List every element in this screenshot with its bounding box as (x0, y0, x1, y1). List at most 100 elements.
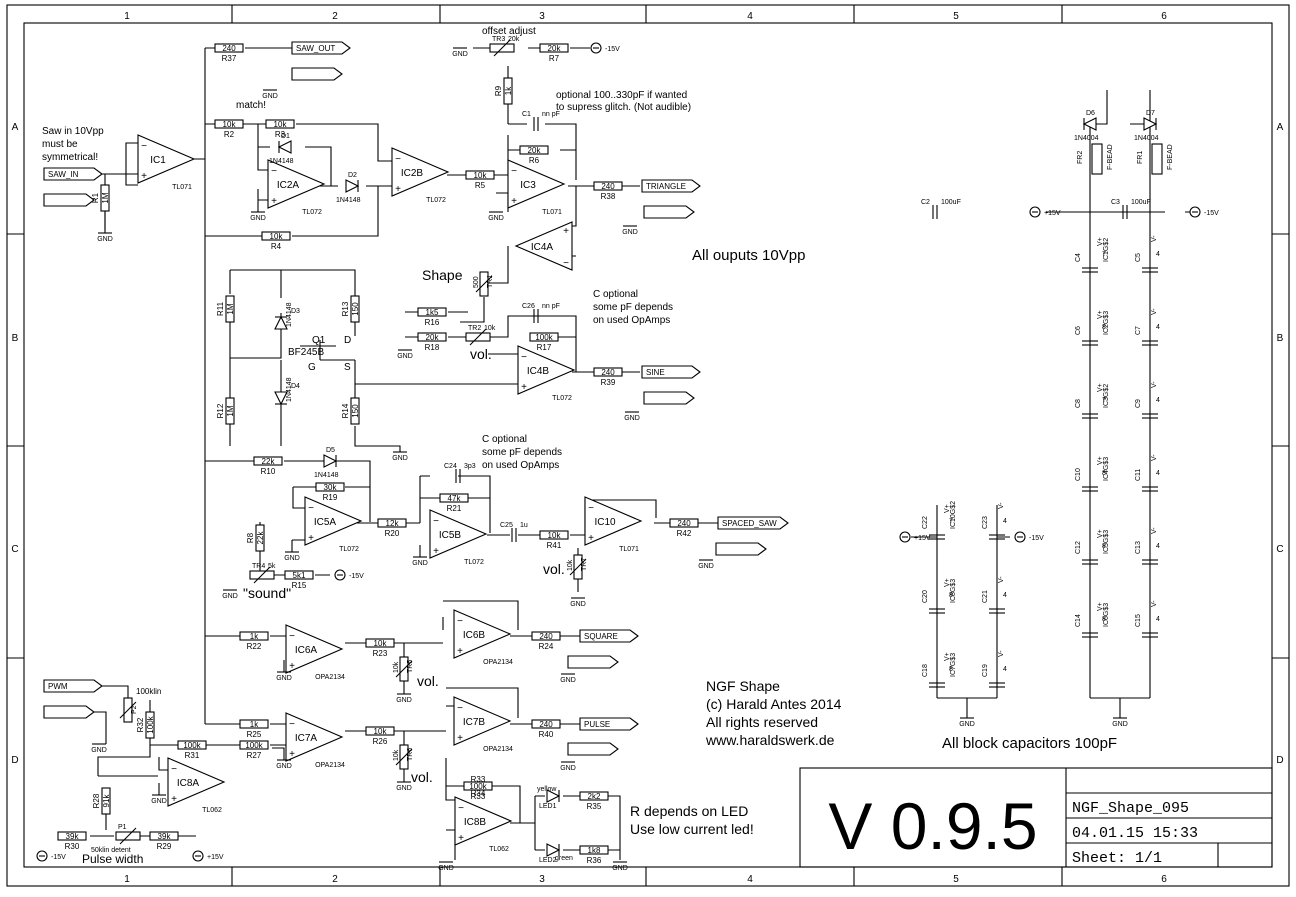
resistor-value: 1k (250, 632, 259, 641)
note-optional-2: to supress glitch. (Not audible) (556, 102, 691, 113)
trimmer-wiper (469, 328, 487, 346)
note-c-opt-2b: some pF depends (482, 447, 562, 458)
trimmer-wiper (119, 701, 137, 719)
opamp-pin-plus: + (457, 733, 463, 744)
resistor-body (149, 831, 179, 841)
opamp-pin-minus: − (521, 352, 527, 363)
resistor-body (253, 456, 283, 466)
decoupling-cap-ref: C15 (1135, 614, 1142, 627)
opamp-type: TL071 (619, 546, 639, 553)
resistor-value: 10k (474, 171, 488, 180)
resistor-ref: R33 (471, 792, 486, 801)
ground-label: GND (262, 93, 278, 100)
diode-type: 1N4148 (286, 377, 293, 402)
resistor-ref: R11 (216, 301, 225, 316)
diode-symbol (274, 391, 288, 406)
opamp-pin-plus: + (563, 226, 569, 237)
resistor-value: 100k (245, 741, 263, 750)
resistor-ref: R28 (92, 793, 101, 808)
led-symbol (546, 843, 561, 857)
opamp-type: OPA2134 (483, 659, 513, 666)
resistor-ref: R1 (91, 192, 100, 203)
fet-type: BF245B (288, 347, 324, 358)
resistor-body (417, 332, 447, 342)
resistors-layer: 240R3710kR210kR310kR41MR110kR520kR620kR7… (57, 43, 699, 865)
opamp-pin-plus: + (171, 794, 177, 805)
ic-vminus: V- (998, 502, 1005, 509)
opamp-symbol (304, 496, 363, 546)
resistor-body (239, 719, 269, 729)
note-vol-4: vol. (411, 769, 433, 785)
trimmer-wiper (395, 748, 413, 766)
ground-label: GND (396, 697, 412, 704)
credit-line-2: (c) Harald Antes 2014 (706, 696, 842, 712)
resistor-value: 240 (539, 632, 553, 641)
resistor-value: 100k (183, 741, 201, 750)
note-c-opt-1c: on used OpAmps (593, 315, 670, 326)
frame-row-left: D (11, 755, 18, 766)
ground-label: GND (570, 601, 586, 608)
ground-label: GND (452, 51, 468, 58)
resistor-ref: R20 (385, 529, 400, 538)
resistor-ref: R14 (341, 403, 350, 418)
port-label: SQUARE (584, 632, 618, 641)
resistor-body (463, 781, 493, 791)
resistor-value: 91k (102, 794, 111, 808)
opamp-symbol (137, 134, 196, 184)
frame-col-top: 3 (539, 11, 545, 22)
opamp-ref: IC7A (295, 733, 318, 744)
ic-vplus: V+ (1097, 529, 1104, 538)
ic-power-ref: IC6G$3 (1103, 603, 1110, 627)
opamp-symbol (391, 147, 450, 197)
ic-vminus: V- (1151, 235, 1158, 242)
ground-label: GND (622, 229, 638, 236)
diode-ref: D1 (281, 133, 290, 140)
ground-label: GND (276, 763, 292, 770)
trimmer-value: 20k (508, 36, 520, 43)
resistor-body (350, 397, 360, 425)
resistor-value: 1M (101, 192, 110, 203)
resistor-body (539, 43, 569, 53)
ground-label: GND (488, 215, 504, 222)
ports-layer: SAW_INSAW_OUTTRIANGLESINESPACED_SAWSQUAR… (43, 41, 789, 756)
opamp-pin-minus: − (289, 719, 295, 730)
resistor-ref: R7 (549, 54, 560, 63)
ic-power-ref: IC2G$3 (1103, 311, 1110, 335)
opamp-pin-plus: + (588, 533, 594, 544)
ic-power-ref: IC1G$2 (1103, 238, 1110, 262)
resistor-ref: R21 (447, 504, 462, 513)
version-label: V 0.9.5 (828, 789, 1037, 863)
decoupling-cap-ref: C12 (1075, 541, 1082, 554)
ground-label: GND (624, 415, 640, 422)
opamp-symbol (514, 221, 573, 271)
trimmer-value: 10k (393, 749, 400, 761)
trimmer-ref: TR2 (468, 325, 481, 332)
note-center-detent: 50klin detent (91, 847, 131, 854)
decoupling-cap-ref: C11 (1135, 469, 1142, 481)
credit-line-3: All rights reserved (706, 714, 818, 730)
diode-symbol (1082, 117, 1097, 131)
resistor-body (579, 791, 609, 801)
resistor-body (225, 295, 235, 323)
resistor-value: 1k (504, 86, 513, 95)
diode-ref: D2 (348, 172, 357, 179)
ground-label: GND (91, 747, 107, 754)
frame-col-bottom: 4 (747, 874, 753, 885)
opamp-symbol (285, 624, 344, 674)
resistor-body (417, 307, 447, 317)
diode-ref: D3 (291, 308, 300, 315)
note-offset-adjust: offset adjust (482, 26, 536, 37)
decoupling-cap-ref: C18 (922, 664, 929, 677)
trimmer-ref: P2 (131, 705, 138, 714)
ic-power-ref: IC7G$3 (950, 653, 957, 677)
ic-vminus: V- (1151, 527, 1158, 534)
opamp-pin-plus: + (521, 382, 527, 393)
file-name: NGF_Shape_095 (1072, 800, 1189, 817)
opamp-pin-minus: − (457, 703, 463, 714)
opamp-symbol (267, 159, 326, 209)
resistor-value: 10k (274, 120, 288, 129)
resistor-ref: R41 (547, 541, 562, 550)
opamp-ref: IC2A (277, 180, 300, 191)
trimmer-ref: TR4 (252, 563, 265, 570)
